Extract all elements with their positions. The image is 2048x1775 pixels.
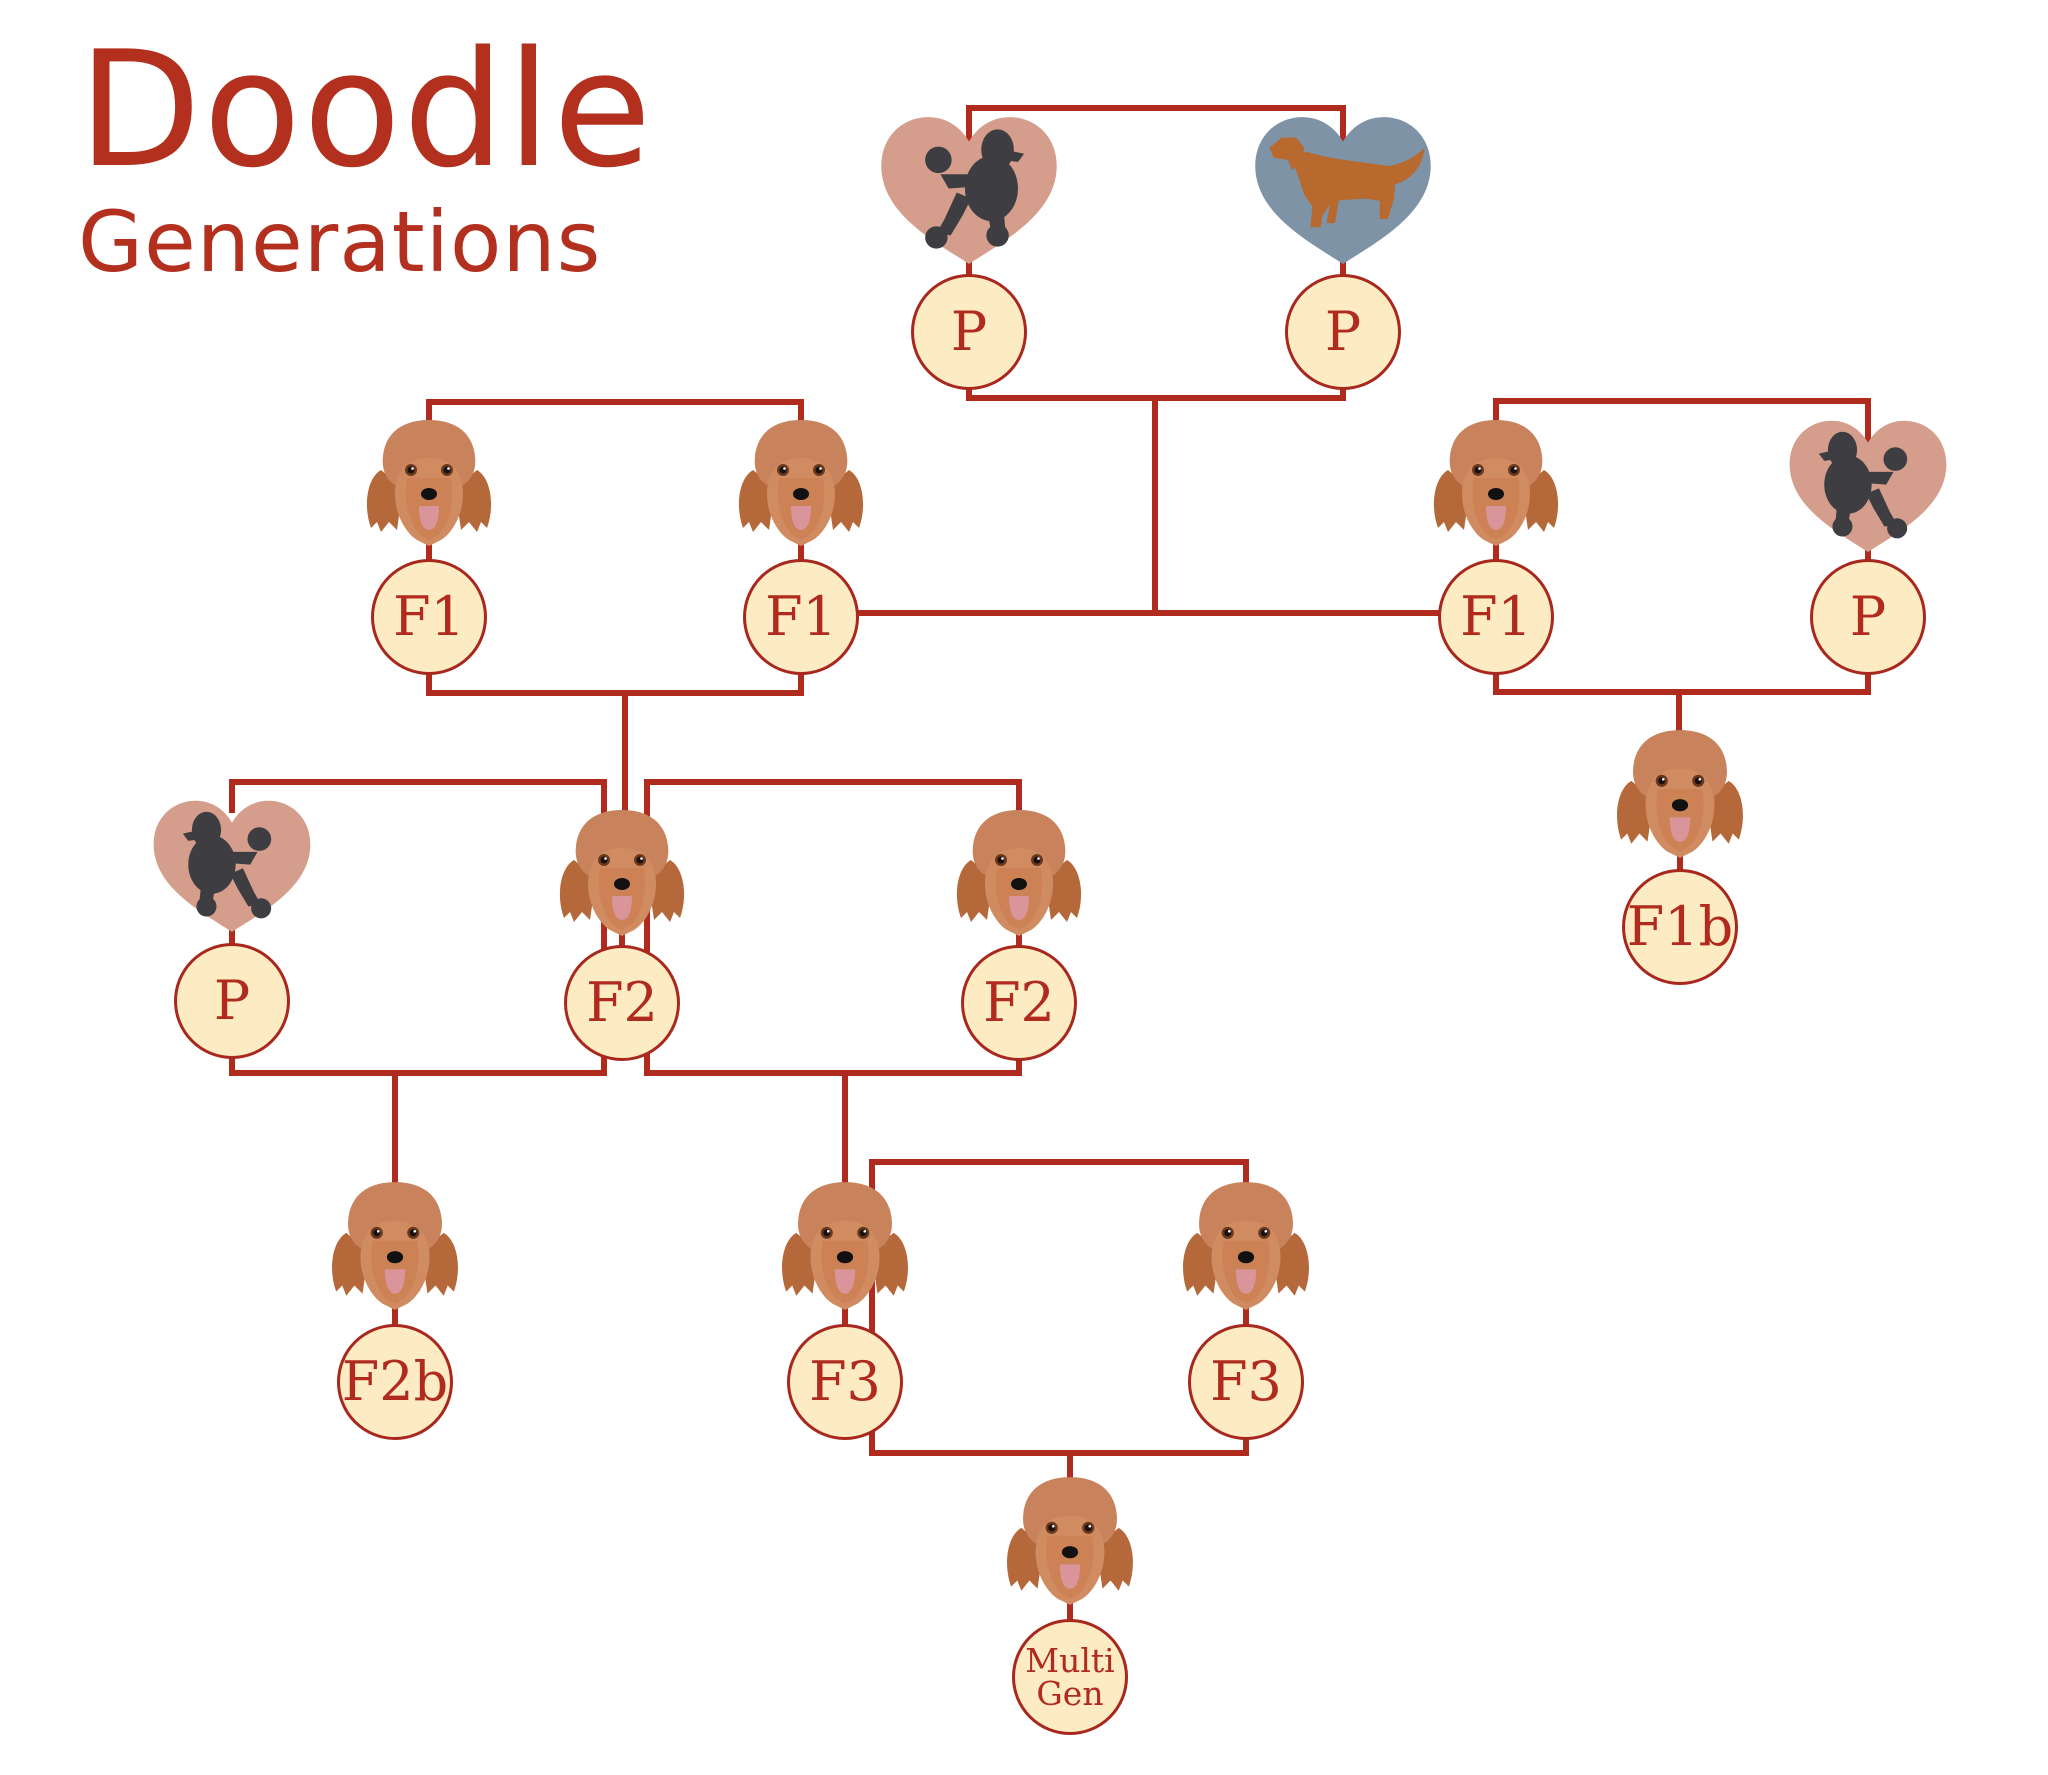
node-p-poodle-top: P — [911, 274, 1027, 390]
poodle-heart-icon — [877, 113, 1061, 266]
node-label: F2b — [341, 1350, 449, 1413]
node-f2b: F2b — [337, 1324, 453, 1440]
doodle-head-icon — [774, 1180, 916, 1312]
diagram-title: Doodle Generations — [78, 16, 654, 291]
title-doodle: Doodle — [78, 16, 654, 203]
poodle-heart-icon — [150, 797, 314, 934]
node-label: F2 — [983, 971, 1055, 1034]
golden-retriever-heart-icon — [1251, 113, 1435, 266]
node-label: F1b — [1626, 895, 1734, 958]
node-multigen: Multi Gen — [1012, 1619, 1128, 1735]
node-f2-b: F2 — [961, 945, 1077, 1061]
doodle-head-icon — [949, 808, 1089, 938]
doodle-head-icon — [1609, 728, 1751, 860]
doodle-head-icon — [1426, 418, 1566, 548]
node-label: F3 — [1210, 1350, 1282, 1413]
node-label: F1 — [393, 585, 465, 648]
node-f3-b: F3 — [1188, 1324, 1304, 1440]
node-label-line1: Multi — [1025, 1641, 1115, 1680]
node-label: F3 — [809, 1350, 881, 1413]
node-label: P — [1324, 300, 1362, 363]
node-label: P — [950, 300, 988, 363]
node-f1-a: F1 — [371, 559, 487, 675]
node-label: P — [213, 969, 251, 1032]
node-p-poodle-right: P — [1810, 559, 1926, 675]
doodle-head-icon — [999, 1475, 1141, 1607]
node-f3-a: F3 — [787, 1324, 903, 1440]
doodle-head-icon — [324, 1180, 466, 1312]
doodle-head-icon — [359, 418, 499, 548]
node-label-line2: Gen — [1036, 1674, 1104, 1713]
node-label: F2 — [586, 971, 658, 1034]
node-f2-a: F2 — [564, 945, 680, 1061]
poodle-heart-icon — [1786, 417, 1950, 554]
title-generations: Generations — [78, 193, 602, 291]
node-label: P — [1849, 585, 1887, 648]
node-f1-b: F1 — [743, 559, 859, 675]
node-p-poodle-left: P — [174, 943, 290, 1059]
node-label: F1 — [765, 585, 837, 648]
node-p-retriever-top: P — [1285, 274, 1401, 390]
node-f1-c: F1 — [1438, 559, 1554, 675]
doodle-head-icon — [1175, 1180, 1317, 1312]
doodle-head-icon — [552, 808, 692, 938]
node-f1b: F1b — [1622, 869, 1738, 985]
node-label: F1 — [1460, 585, 1532, 648]
doodle-head-icon — [731, 418, 871, 548]
